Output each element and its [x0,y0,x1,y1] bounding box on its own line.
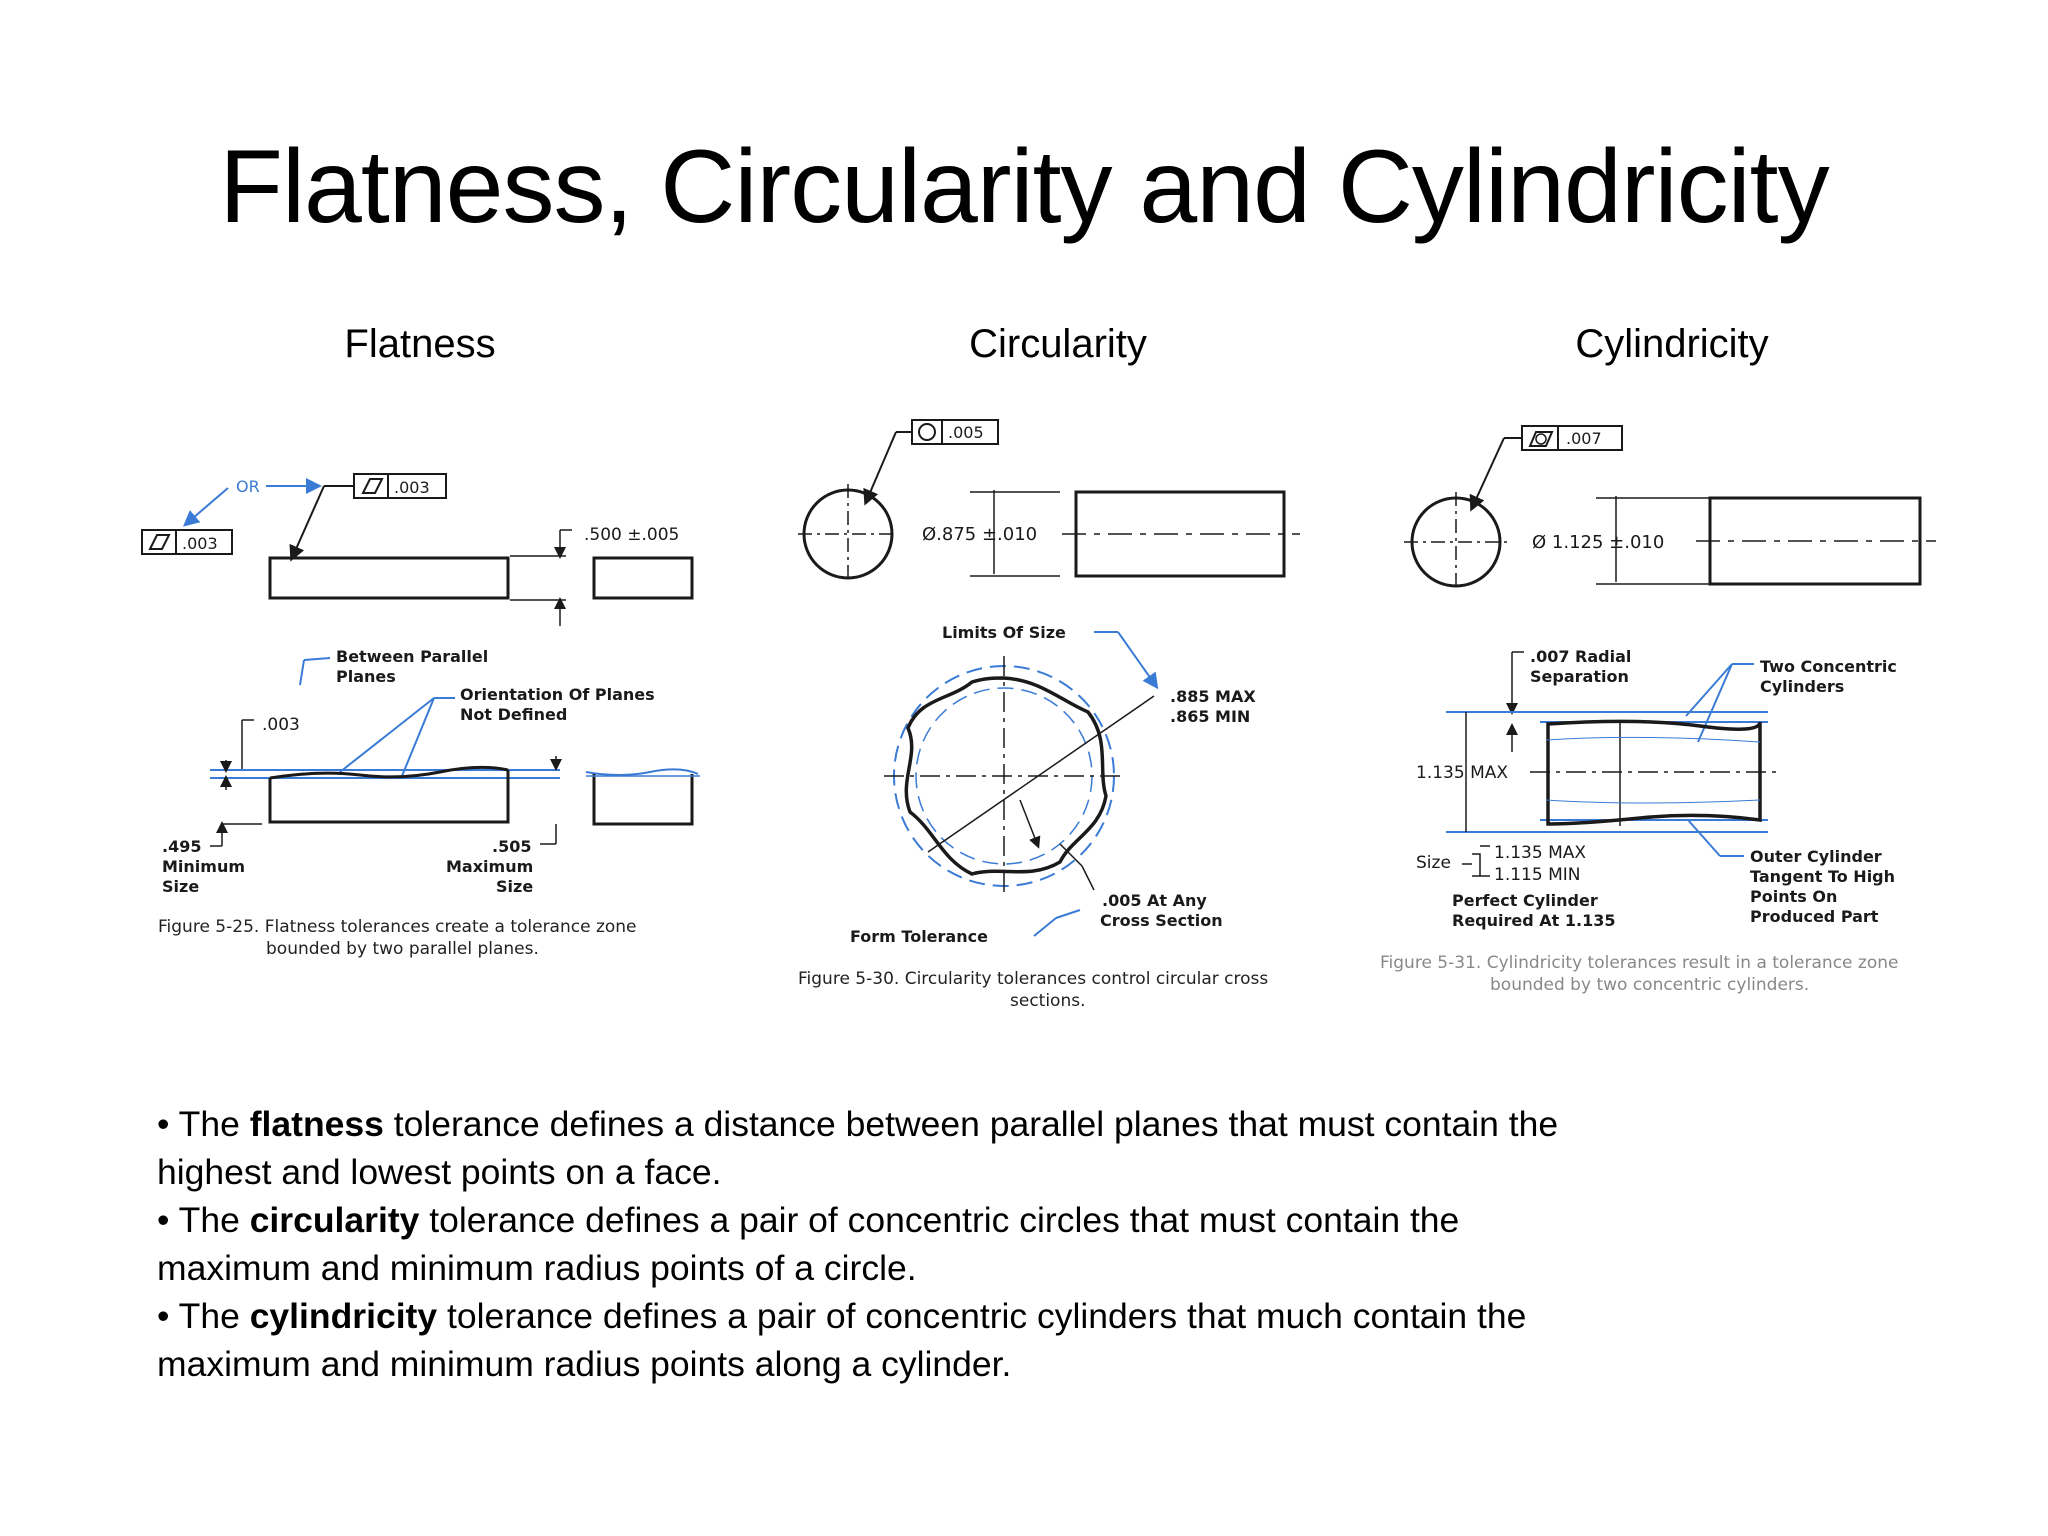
figure-label: .007 Radial [1530,647,1631,666]
figure-label: .865 MIN [1170,707,1250,726]
figure-label: Between Parallel [336,647,488,666]
figure-label: 1.115 MIN [1494,865,1580,885]
flatness-symbol-icon [148,534,171,550]
figure-label: Separation [1530,667,1629,686]
column-heading-flatness: Flatness [344,322,496,366]
produced-cylinder [1546,719,1762,826]
figure-label: bounded by two concentric cylinders. [1490,975,1809,995]
figure-label: .007 [1566,429,1602,448]
figure-label: Size [1416,853,1451,873]
circle-symbol-icon [918,423,936,441]
figure-label: Perfect Cylinder [1452,891,1598,910]
figure-label: .003 [394,478,430,497]
cylindricity-figure: .007 Ø 1.125 ±.010 .007 Radial Separatio… [1380,425,1936,995]
figure-label: Tangent To High [1750,867,1895,886]
circularity-caption: Figure 5-30. Circularity tolerances cont… [798,969,1268,989]
cylindricity-caption: Figure 5-31. Cylindricity tolerances res… [1380,953,1898,973]
tolerance-figures: OR .003 .003 [141,419,1936,1011]
figure-label: Produced Part [1750,907,1879,926]
bullet-circularity: • The circularity tolerance defines a pa… [157,1200,1460,1288]
figure-label: bounded by two parallel planes. [266,939,539,959]
circularity-diameter-dim: Ø.875 ±.010 [922,524,1037,545]
figure-label: Cylinders [1760,677,1844,696]
figure-label: .003 [182,534,218,553]
figure-label: Two Concentric [1760,657,1897,676]
flatness-figure: OR .003 .003 [141,473,700,959]
figure-label: .505 [492,837,531,856]
produced-circle-profile [904,676,1108,876]
figure-label: .885 MAX [1170,687,1256,706]
figure-label: Form Tolerance [850,927,988,946]
figure-label: Maximum [446,857,533,876]
figure-label: 1.135 MAX [1494,843,1586,863]
column-heading-circularity: Circularity [969,322,1147,366]
figure-label: Points On [1750,887,1837,906]
figure-label: .005 [948,423,984,442]
flatness-thickness-dim: .500 ±.005 [584,525,679,545]
figure-label: Minimum [162,857,245,876]
flat-plate-top-view [268,556,510,600]
flatness-callout-left: .003 [141,529,233,555]
cylindricity-diameter-dim: Ø 1.125 ±.010 [1532,532,1664,553]
flatness-caption: Figure 5-25. Flatness tolerances create … [158,917,637,937]
bullet-cylindricity: • The cylindricity tolerance defines a p… [157,1296,1527,1384]
circularity-callout: .005 [911,419,999,445]
flatness-callout-top: .003 [353,473,447,499]
flatness-symbol-icon [361,478,384,494]
figure-label: .005 At Any [1102,891,1207,910]
slide-title: Flatness, Circularity and Cylindricity [219,129,1829,245]
figure-label: Not Defined [460,705,567,724]
circularity-figure: .005 Ø.875 ±.010 Limits Of Size [798,419,1300,1011]
figure-label: 1.135 MAX [1416,763,1508,783]
figure-label: Cross Section [1100,911,1223,930]
cylindricity-callout: .007 [1521,425,1623,451]
figure-label: Required At 1.135 [1452,911,1615,930]
figure-label: Planes [336,667,396,686]
figure-label: Limits Of Size [942,623,1066,642]
figure-label: Outer Cylinder [1750,847,1882,866]
figure-label: .003 [262,715,300,735]
figure-label: .495 [162,837,201,856]
figure-label: Orientation Of Planes [460,685,655,704]
figure-label: Size [162,877,199,896]
figure-label: sections. [1010,991,1086,1011]
bullet-flatness: • The flatness tolerance defines a dista… [157,1104,1559,1192]
figure-label: Size [496,877,533,896]
bullet-list: • The flatness tolerance defines a dista… [157,1100,1657,1388]
cylindricity-symbol-icon [1528,431,1554,447]
flat-plate-produced [268,770,510,824]
or-label: OR [236,477,260,496]
column-heading-cylindricity: Cylindricity [1575,322,1769,366]
flat-plate-side-view [592,556,694,600]
